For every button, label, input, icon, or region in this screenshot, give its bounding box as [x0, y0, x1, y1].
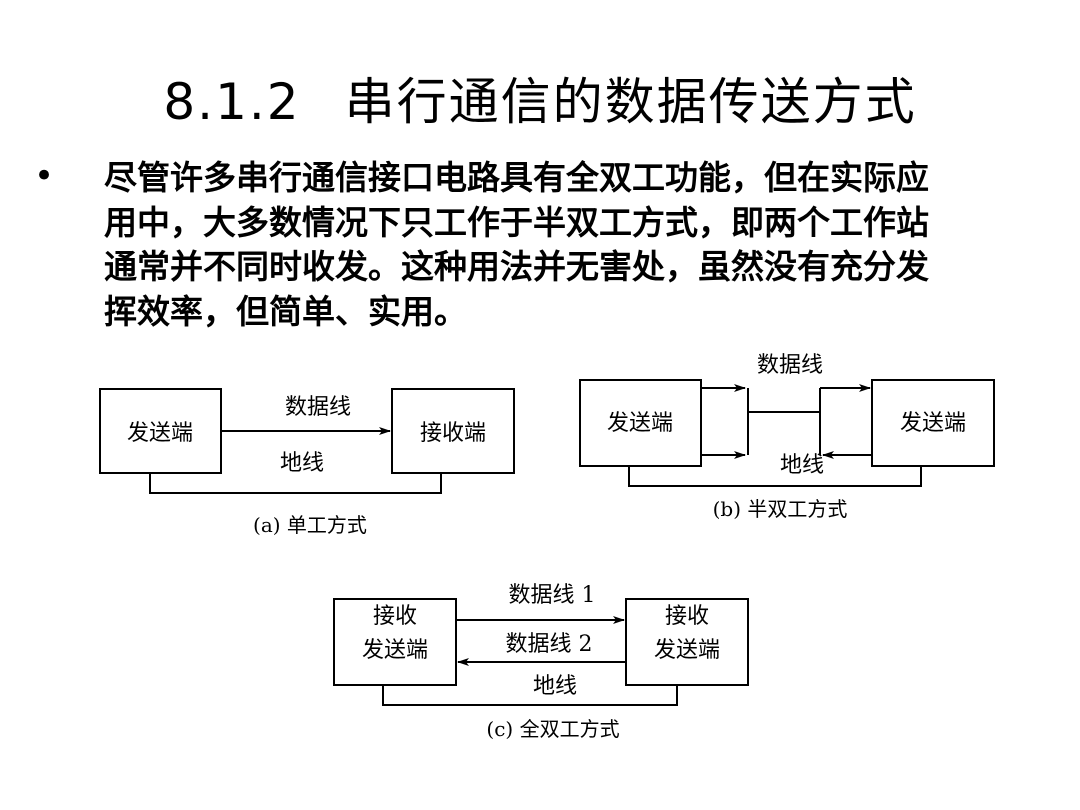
simplex-ground-line — [149, 473, 442, 494]
full-duplex-ground-line — [382, 685, 678, 706]
full-duplex-right-box — [625, 598, 749, 686]
bullet-line: 通常并不同时收发。这种用法并无害处，虽然没有充分发 — [104, 247, 929, 286]
full-duplex-left-label-line1: 接收 — [373, 604, 417, 629]
bullet-marker: • — [34, 156, 55, 196]
full-duplex-left-label-line2: 发送端 — [362, 638, 428, 663]
half-duplex-caption: (b) 半双工方式 — [713, 497, 848, 521]
full-duplex-ground-label: 地线 — [533, 674, 577, 699]
half-duplex-diagram — [579, 379, 995, 487]
half-duplex-left-label: 发送端 — [607, 411, 673, 436]
slide-title: 8.1.2 串行通信的数据传送方式 — [0, 62, 1080, 134]
half-duplex-data-line-label: 数据线 — [757, 353, 823, 378]
bullet-line: 尽管许多串行通信接口电路具有全双工功能，但在实际应 — [104, 158, 929, 197]
full-duplex-caption: (c) 全双工方式 — [486, 717, 619, 741]
full-duplex-right-label-line2: 发送端 — [654, 638, 720, 663]
simplex-ground-label: 地线 — [280, 451, 324, 476]
simplex-receiver-box — [391, 388, 515, 474]
half-duplex-ground-label: 地线 — [780, 453, 824, 478]
half-duplex-right-label: 发送端 — [900, 411, 966, 436]
simplex-caption: (a) 单工方式 — [253, 513, 367, 537]
full-duplex-left-box — [333, 598, 457, 686]
half-duplex-right-box — [871, 379, 995, 467]
simplex-receiver-label: 接收端 — [420, 421, 486, 446]
half-duplex-ground-line — [628, 466, 922, 487]
section-title: 串行通信的数据传送方式 — [344, 73, 917, 131]
full-duplex-diagram — [333, 598, 749, 706]
bullet-paragraph: 尽管许多串行通信接口电路具有全双工功能，但在实际应 用中，大多数情况下只工作于半… — [104, 156, 1034, 334]
bullet-line: 用中，大多数情况下只工作于半双工方式，即两个工作站 — [104, 202, 929, 242]
half-duplex-left-box — [579, 379, 702, 467]
simplex-sender-label: 发送端 — [127, 421, 193, 446]
simplex-data-line-label: 数据线 — [285, 395, 351, 420]
simplex-diagram — [99, 388, 515, 494]
full-duplex-data-line-2-label: 数据线 2 — [506, 632, 593, 657]
full-duplex-right-label-line1: 接收 — [665, 604, 709, 629]
full-duplex-data-line-1-label: 数据线 1 — [509, 583, 596, 608]
bullet-line: 挥效率，但简单、实用。 — [104, 291, 467, 331]
section-number: 8.1.2 — [163, 73, 301, 131]
